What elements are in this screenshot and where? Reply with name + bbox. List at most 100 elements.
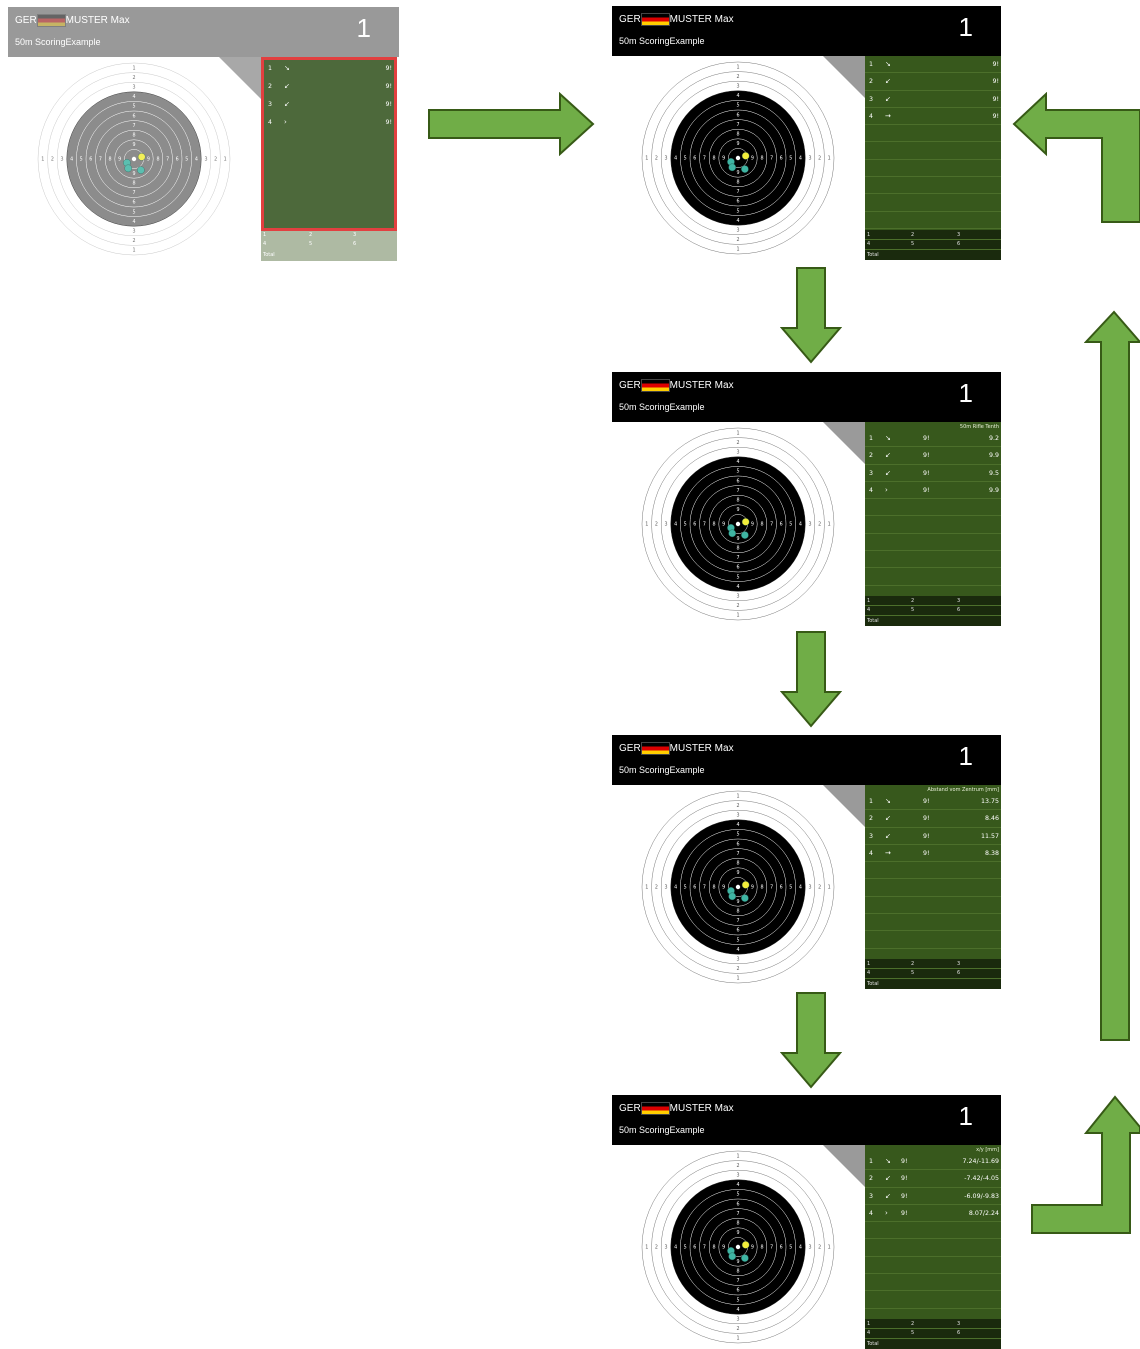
- corner-marker: [823, 785, 865, 827]
- shot-row: [865, 1257, 1001, 1275]
- ring-number: 1: [736, 247, 739, 253]
- ring-number: 4: [736, 822, 739, 828]
- ring-number: 2: [818, 156, 821, 162]
- shot-row: [865, 931, 1001, 949]
- ring-number: 7: [736, 555, 739, 561]
- shot-marker: [728, 1252, 737, 1261]
- series-1: 1: [263, 232, 267, 238]
- series-1: 1: [867, 1321, 871, 1327]
- shot-row: [865, 516, 1001, 534]
- shot-value: 8.07/2.24: [968, 1209, 999, 1217]
- shot-row: 1 ↘ 9!: [865, 56, 1001, 74]
- shot-number: 2: [869, 452, 874, 460]
- ring-number: 9: [736, 1259, 739, 1265]
- shot-row: 2 ↙ 9! 9.9: [865, 447, 1001, 465]
- column-title: 50m Rifle Tenth: [959, 424, 999, 430]
- shot-marker: [741, 894, 749, 902]
- ring-number: 6: [693, 522, 696, 528]
- column-title: x/y [mm]: [976, 1147, 999, 1153]
- series-4: 4: [867, 1330, 871, 1336]
- shot-row: [865, 160, 1001, 178]
- ring-number: 2: [132, 238, 135, 244]
- ring-number: 1: [41, 157, 44, 163]
- ring-number: 1: [224, 157, 227, 163]
- ring-number: 6: [780, 156, 783, 162]
- ring-number: 7: [736, 1278, 739, 1284]
- total-label: Total: [867, 1341, 879, 1347]
- ring-number: 5: [132, 209, 135, 215]
- series-4: 4: [263, 241, 267, 247]
- shot-number: 2: [869, 1175, 874, 1183]
- ring-number: 8: [108, 157, 111, 163]
- arrow-up-return: [1084, 310, 1140, 1041]
- ring-number: 1: [645, 522, 648, 528]
- ring-number: 4: [132, 94, 135, 100]
- ring-number: 8: [760, 522, 763, 528]
- ring-number: 5: [684, 156, 687, 162]
- shot-direction-icon: →: [885, 848, 891, 857]
- ring-number: 1: [132, 248, 135, 254]
- series-grid: 1 2 3 4 5 6 Total: [865, 230, 1001, 260]
- shot-value: 8.38: [984, 849, 999, 857]
- shot-row: 1 ↘ 9!: [264, 60, 394, 78]
- ring-number: 7: [703, 1245, 706, 1251]
- shot-rows: 1 ↘ 9! 2 ↙ 9! 3 ↙ 9! 4 → 9!: [865, 56, 1001, 229]
- ring-number: 6: [736, 1201, 739, 1207]
- ring-number: 1: [736, 976, 739, 982]
- ring-number: 3: [808, 1245, 811, 1251]
- shot-list-panel: x/y [mm] 1 ↘ 9! 7.24/-11.69 2 ↙ 9! -7.42…: [865, 1145, 1001, 1349]
- shot-row: [865, 879, 1001, 897]
- ring-number: 4: [674, 885, 677, 891]
- shot-number: 4: [869, 486, 874, 494]
- ring-number: 8: [736, 546, 739, 552]
- shot-row: [865, 551, 1001, 569]
- ring-number: 7: [132, 123, 135, 129]
- ring-number: 6: [736, 478, 739, 484]
- shot-direction-icon: ↙: [885, 1174, 891, 1183]
- shot-number: 3: [869, 1192, 874, 1200]
- germany-flag-icon: [640, 378, 670, 392]
- ring-number: 3: [736, 1173, 739, 1179]
- ring-number: 1: [736, 1153, 739, 1159]
- arrow-bent-up: [1031, 1095, 1140, 1234]
- ring-number: 7: [770, 156, 773, 162]
- ring-number: 4: [736, 218, 739, 224]
- target-ring: [718, 867, 758, 907]
- series-2: 2: [911, 598, 915, 604]
- shot-number: 4: [869, 112, 874, 120]
- series-6: 6: [957, 607, 961, 613]
- series-6: 6: [957, 241, 961, 247]
- shot-number: 4: [869, 1209, 874, 1217]
- shot-direction-icon: ↙: [885, 94, 891, 103]
- header-bar: GER MUSTER Max 50m ScoringExample 1: [612, 1095, 1001, 1145]
- event-name: 50m ScoringExample: [15, 37, 101, 47]
- position-number: 1: [958, 378, 973, 408]
- ring-number: 1: [736, 64, 739, 70]
- ring-number: 4: [736, 93, 739, 99]
- ring-number: 5: [736, 1192, 739, 1198]
- shot-row: 3 ↙ 9! 9.5: [865, 465, 1001, 482]
- ring-number: 2: [214, 157, 217, 163]
- shot-marker: [728, 529, 737, 538]
- target-ring: [104, 129, 164, 189]
- target-ring: [718, 138, 758, 178]
- target-ring: [708, 494, 768, 554]
- athlete-name: MUSTER Max: [65, 14, 130, 26]
- shot-rows: 1 ↘ 9! 7.24/-11.69 2 ↙ 9! -7.42/-4.05 3 …: [865, 1153, 1001, 1326]
- ring-number: 7: [99, 157, 102, 163]
- target-ring: [689, 1198, 787, 1296]
- series-4: 4: [867, 607, 871, 613]
- ring-number: 9: [147, 157, 150, 163]
- ring-number: 5: [789, 522, 792, 528]
- series-2: 2: [911, 232, 915, 238]
- target-ring: [689, 838, 787, 936]
- ring-number: 3: [664, 522, 667, 528]
- ring-number: 3: [808, 885, 811, 891]
- ring-number: 6: [89, 157, 92, 163]
- series-3: 3: [957, 961, 961, 967]
- shot-list-panel: 50m Rifle Tenth 1 ↘ 9! 9.2 2 ↙ 9! 9.9 3 …: [865, 422, 1001, 626]
- ring-number: 4: [674, 156, 677, 162]
- total-label: Total: [867, 981, 879, 987]
